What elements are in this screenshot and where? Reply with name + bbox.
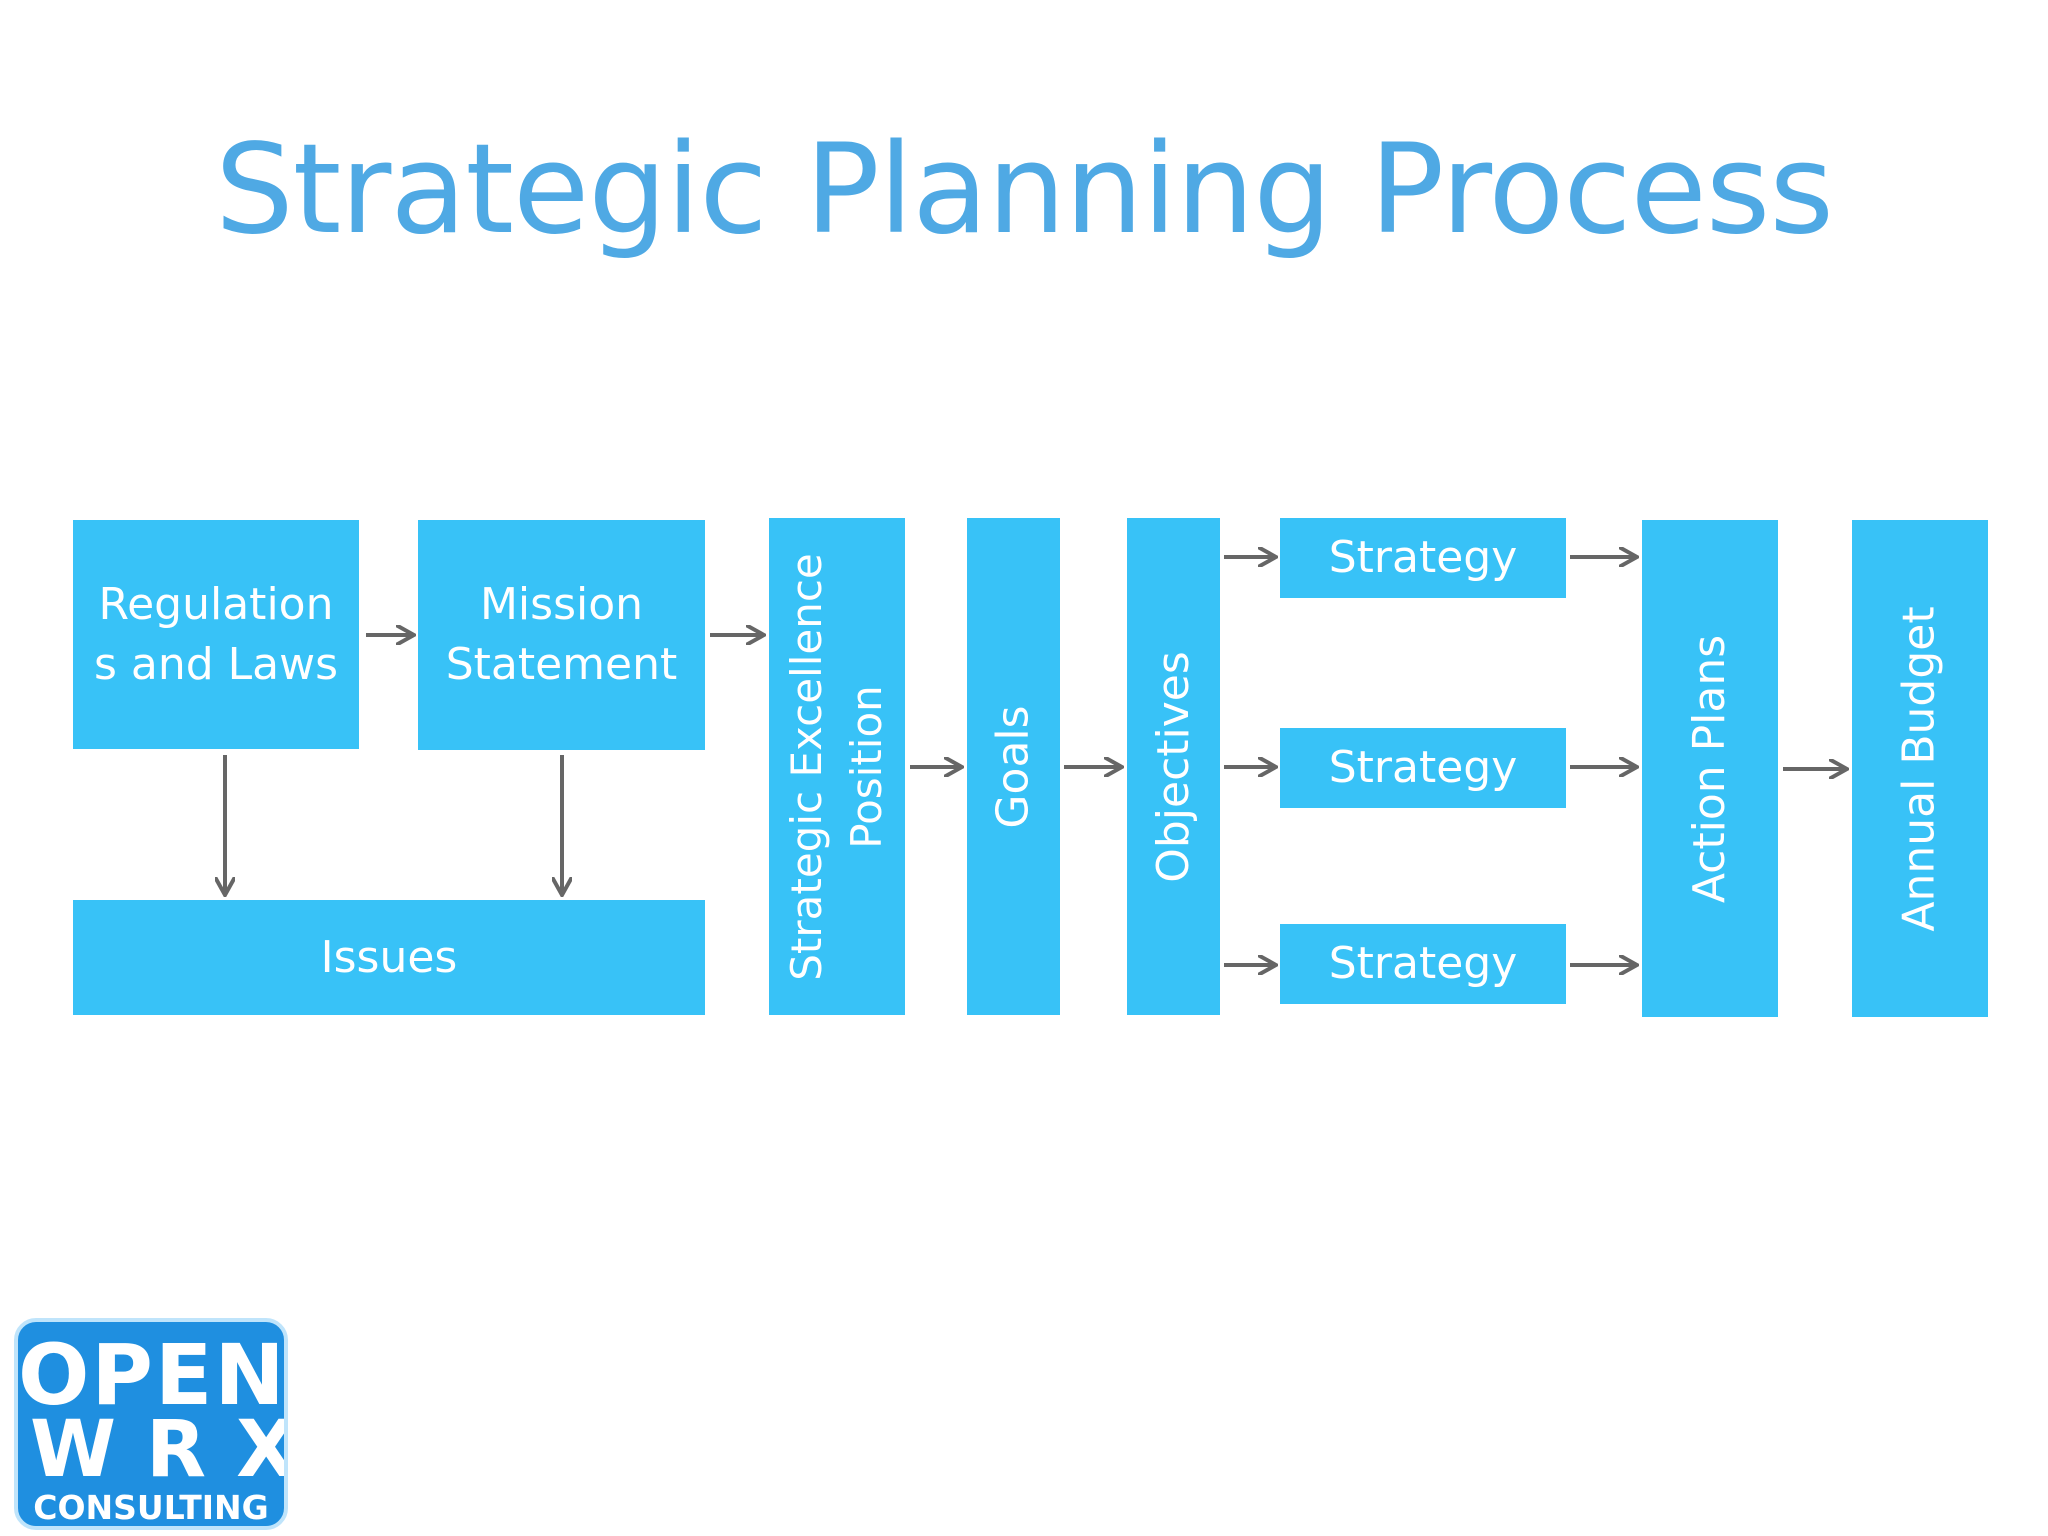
- strategy-box-1: Strategy: [1280, 518, 1566, 598]
- issues-label: Issues: [320, 931, 458, 983]
- logo-line-1: OPEN: [18, 1326, 287, 1424]
- strategy-label-3: Strategy: [1328, 938, 1518, 989]
- strategy-box-2: Strategy: [1280, 728, 1566, 808]
- openwrx-consulting-logo: OPEN WRX CONSULTING: [14, 1318, 288, 1530]
- strategy-box-3: Strategy: [1280, 924, 1566, 1004]
- mission-line-1: Mission: [479, 579, 644, 630]
- action-plans-box: Action Plans: [1642, 520, 1778, 1017]
- regulations-and-laws-box: Regulation s and Laws: [73, 520, 359, 749]
- mission-line-2: Statement: [445, 639, 678, 690]
- objectives-box: Objectives: [1127, 518, 1220, 1015]
- goals-box: Goals: [967, 518, 1060, 1015]
- annual-budget-box: Annual Budget: [1852, 520, 1988, 1017]
- logo-line-2: WRX: [30, 1405, 284, 1495]
- logo-line-3: CONSULTING: [33, 1488, 269, 1527]
- strategy-label-1: Strategy: [1328, 532, 1518, 583]
- strategic-excellence-position-box: Strategic Excellence Position: [769, 518, 905, 1015]
- regulations-line-2: s and Laws: [93, 638, 339, 690]
- issues-box: Issues: [73, 900, 705, 1015]
- regulations-line-1: Regulation: [98, 578, 334, 630]
- strategy-label-2: Strategy: [1328, 742, 1518, 793]
- mission-statement-box: Mission Statement: [418, 520, 705, 750]
- slide-title: Strategic Planning Process: [215, 118, 1834, 262]
